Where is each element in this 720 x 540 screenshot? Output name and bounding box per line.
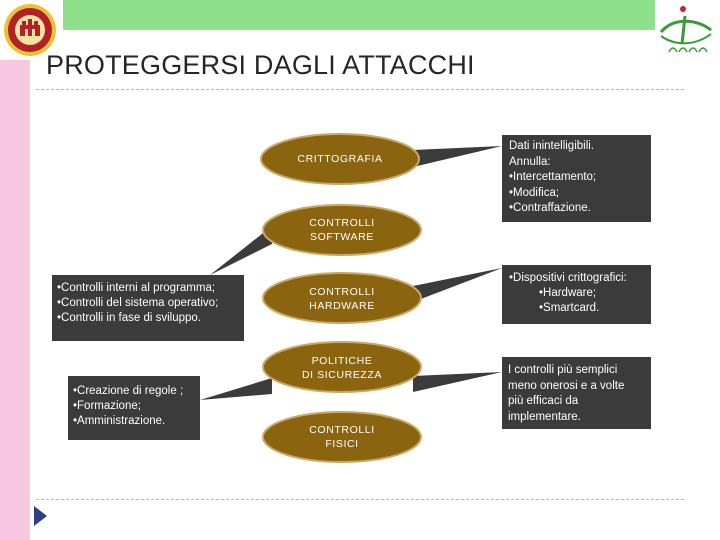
connector-hardware (413, 268, 502, 302)
connector-fisici (413, 372, 502, 392)
callout-line: •Controlli in fase di sviluppo. (57, 312, 202, 324)
side-strip (0, 60, 30, 540)
callout-line: meno onerosi e a volte (508, 379, 625, 392)
connector-politiche (200, 378, 272, 400)
ellipse-controlli-software (262, 204, 422, 256)
callout-line: Dati inintelligibili. (509, 140, 595, 152)
callout-line: •Smartcard. (539, 302, 600, 314)
divider-bottom (36, 499, 684, 500)
callout-line: •Dispositivi crittografici: (509, 272, 627, 284)
callout-line: •Hardware; (539, 287, 597, 299)
label-line: DI SICUREZZA (301, 369, 383, 381)
callout-line: più efficaci da (508, 395, 579, 407)
callout-line: •Contraffazione. (509, 202, 591, 214)
callout-line: •Modifica; (509, 186, 560, 199)
callout-software: •Controlli interni al programma; •Contro… (52, 275, 244, 341)
callout-politiche: •Creazione di regole ; •Formazione; •Amm… (68, 376, 200, 440)
university-seal-icon (4, 4, 56, 56)
brand-logo-icon (659, 6, 712, 53)
label-line: CRITTOGRAFIA (297, 153, 383, 165)
callout-line: implementare. (508, 410, 581, 423)
label-line: POLITICHE (311, 355, 373, 367)
callout-hardware: •Dispositivi crittografici: •Hardware; •… (502, 265, 651, 324)
slide-title: PROTEGGERSI DAGLI ATTACCHI (46, 50, 475, 80)
callout-fisici: I controlli più semplici meno onerosi e … (502, 357, 651, 429)
label-line: CONTROLLI (309, 286, 375, 298)
label-line: FISICI (325, 438, 359, 450)
ellipse-controlli-fisici (262, 411, 422, 463)
label-controlli-software: CONTROLLI SOFTWARE (264, 216, 420, 244)
label-politiche-sicurezza: POLITICHE DI SICUREZZA (264, 354, 420, 382)
callout-line: •Controlli del sistema operativo; (57, 297, 219, 309)
callout-line: Annulla: (509, 155, 551, 168)
ellipse-politiche-sicurezza (262, 341, 422, 393)
ellipse-controlli-hardware (262, 272, 422, 324)
ellipse-crittografia (260, 133, 420, 185)
callout-line: •Formazione; (73, 400, 141, 412)
label-line: CONTROLLI (309, 424, 375, 436)
label-crittografia: CRITTOGRAFIA (262, 152, 418, 166)
label-controlli-hardware: CONTROLLI HARDWARE (264, 285, 420, 313)
callout-line: I controlli più semplici (508, 364, 618, 376)
label-controlli-fisici: CONTROLLI FISICI (264, 423, 420, 451)
connector-crittografia (413, 146, 502, 167)
connector-software (210, 226, 272, 275)
divider-top (36, 89, 684, 90)
play-arrow-icon[interactable] (33, 505, 48, 527)
callout-line: •Controlli interni al programma; (57, 282, 216, 294)
callout-line: •Amministrazione. (73, 415, 166, 427)
callout-line: •Intercettamento; (509, 171, 597, 183)
header-bar (63, 0, 655, 30)
label-line: SOFTWARE (310, 231, 374, 243)
label-line: HARDWARE (309, 300, 375, 312)
callout-line: •Creazione di regole ; (73, 385, 184, 397)
callout-crittografia: Dati inintelligibili. Annulla: •Intercet… (502, 135, 651, 222)
label-line: CONTROLLI (309, 217, 375, 229)
